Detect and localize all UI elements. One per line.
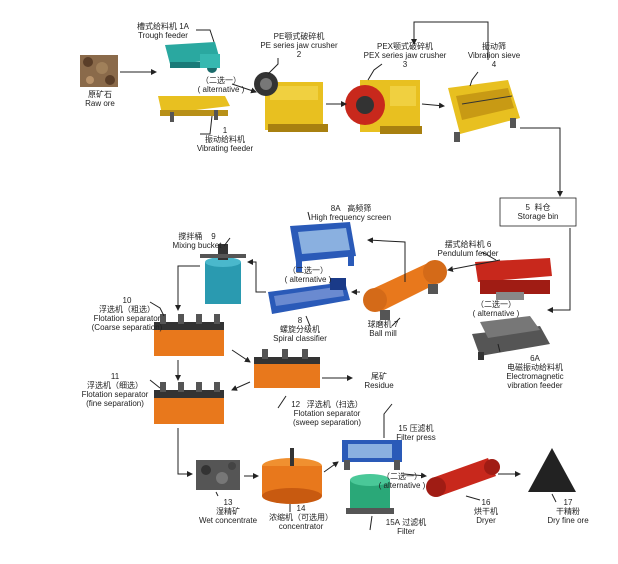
flotation-coarse-image (154, 314, 224, 356)
vibrating-feeder-label: 1 振动给料机 Vibrating feeder (196, 126, 254, 153)
storage-bin-box (499, 197, 577, 227)
storage-bin-label: 5 料仓 Storage bin (517, 203, 559, 221)
wet-concentrate-image (196, 460, 240, 490)
flotation-fine-label: 11 浮选机（细选） Flotation separator (fine sep… (81, 372, 149, 408)
dryer-image (426, 458, 500, 497)
raw-ore-label: 原矿石 Raw ore (85, 90, 115, 108)
raw-ore-image (80, 55, 118, 87)
flotation-coarse-label: 10 浮选机（粗选） Flotation separator (Coarse s… (91, 296, 163, 332)
pendulum-feeder-image (475, 258, 552, 300)
pex-crusher-label: PEX颚式破碎机 PEX series jaw crusher 3 (363, 42, 447, 69)
concentrator-label: 14 浓缩机（可选用） concentrator (269, 504, 333, 531)
mixing-bucket-label: 搅拌桶 9 Mixing bucket (172, 232, 222, 250)
spiral-classifier-label: 8 螺旋分级机 Spiral classifier (273, 316, 327, 343)
em-feeder-label: 6A 电磁振动给料机 Electromagnetic vibration fee… (506, 354, 564, 390)
pe-crusher-image (254, 72, 328, 132)
dry-fine-ore-label: 17 干精粉 Dry fine ore (547, 498, 589, 525)
vibrating-feeder-image (158, 96, 230, 122)
mixing-bucket-image (200, 244, 246, 304)
alternative-label-2: （二选一） ( alternative ) (472, 300, 520, 318)
trough-feeder-label: 槽式给料机 1A Trough feeder (136, 22, 190, 40)
flotation-fine-image (154, 382, 224, 424)
filter-image (346, 474, 394, 514)
vibration-sieve-label: 振动筛 Vibration sieve 4 (467, 42, 521, 69)
filter-press-image (342, 440, 402, 470)
flotation-sweep-label: 12 浮选机（扫选） Flotation separator (sweep se… (291, 400, 363, 427)
filter-label: 15A 过滤机 Filter (385, 518, 427, 536)
flow-arrows (120, 21, 571, 531)
pendulum-feeder-label: 摆式给料机 6 Pendulum feeder (437, 240, 499, 258)
alternative-label-3: （二选一） ( alternative ) (284, 266, 332, 284)
flotation-sweep-image (254, 349, 320, 388)
pex-crusher-image (345, 80, 422, 134)
ball-mill-image (363, 260, 447, 320)
em-feeder-image (472, 316, 550, 360)
wet-concentrate-label: 13 湿精矿 Wet concentrate (198, 498, 258, 525)
alternative-label-1: （二选一） ( alternative ) (197, 76, 245, 94)
hf-screen-label: 8A 高频筛 High frequency screen (310, 204, 392, 222)
alternative-label-4: （二选一） ( alternative ) (378, 472, 426, 490)
pe-crusher-label: PE颚式破碎机 PE series jaw crusher 2 (260, 32, 338, 59)
filter-press-label: 15 压滤机 Filter press (396, 424, 436, 442)
concentrator-image (262, 448, 322, 504)
hf-screen-image (290, 222, 356, 272)
dryer-label: 16 烘干机 Dryer (474, 498, 498, 525)
dry-fine-ore-image (528, 448, 576, 492)
vibration-sieve-image (448, 80, 520, 142)
spiral-classifier-image (268, 278, 350, 314)
ball-mill-label: 球磨机 7 Ball mill (367, 320, 399, 338)
trough-feeder-image (165, 42, 220, 73)
residue-label: 尾矿 Residue (364, 372, 394, 390)
